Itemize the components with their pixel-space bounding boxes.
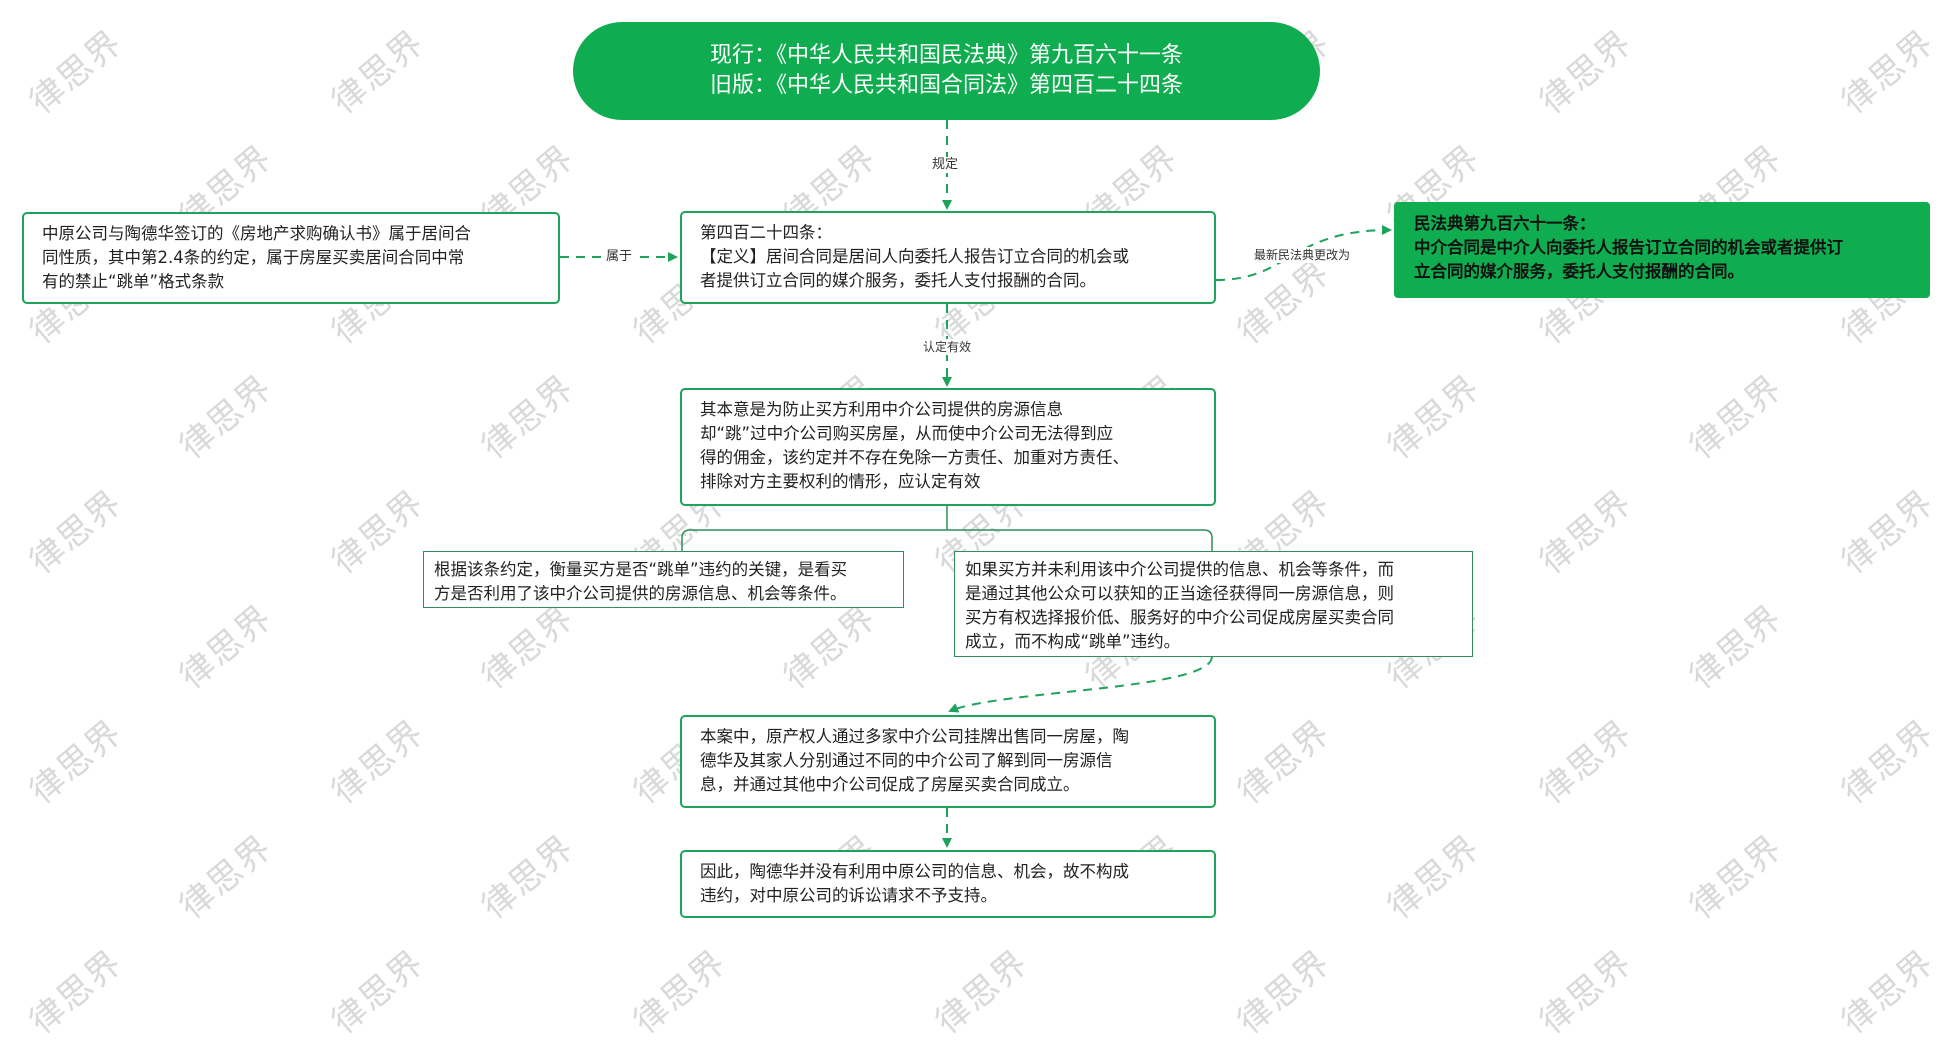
node-text-line: 者提供订立合同的媒介服务，委托人支付报酬的合同。 [700,271,1096,290]
watermark-text: 律思界 [324,942,433,1043]
edge-label-belongs-to: 属于 [604,249,635,265]
node-text-line: 有的禁止“跳单”格式条款 [42,272,225,291]
node-text-line: 成立，而不构成“跳单”违约。 [965,632,1181,651]
node-article-424[interactable]: 第四百二十四条： 【定义】居间合同是居间人向委托人报告订立合同的机会或 者提供订… [680,211,1216,304]
header-current-law: 现行：《中华人民共和国民法典》第九百六十一条 [709,43,1183,68]
watermark-text: 律思界 [22,942,131,1043]
node-text-line: 买方有权选择报价低、服务好的中介公司促成房屋买卖合同 [965,608,1394,627]
node-exception[interactable]: 如果买方并未利用该中介公司提供的信息、机会等条件，而 是通过其他公众可以获知的正… [954,551,1473,657]
node-text-line: 息，并通过其他中介公司促成了房屋买卖合同成立。 [700,775,1080,794]
node-text-line: 方是否利用了该中介公司提供的房源信息、机会等条件。 [434,584,847,603]
edge-label-deemed-valid: 认定有效 [921,339,974,355]
node-text-line: 【定义】居间合同是居间人向委托人报告订立合同的机会或 [700,247,1129,266]
node-text-line: 违约，对中原公司的诉讼请求不予支持。 [700,886,997,905]
edge-label-provides: 规定 [930,157,961,173]
node-intent[interactable]: 其本意是为防止买方利用中介公司提供的房源信息 却“跳”过中介公司购买房屋，从而使… [680,388,1216,506]
header-legal-basis[interactable]: 现行：《中华人民共和国民法典》第九百六十一条 旧版：《中华人民共和国合同法》第四… [573,22,1320,120]
node-text-line: 根据该条约定，衡量买方是否“跳单”违约的关键，是看买 [434,560,848,579]
watermark-text: 律思界 [928,942,1037,1043]
watermark-text: 律思界 [1834,942,1943,1043]
node-text-line: 是通过其他公众可以获知的正当途径获得同一房源信息，则 [965,584,1394,603]
node-criterion[interactable]: 根据该条约定，衡量买方是否“跳单”违约的关键，是看买 方是否利用了该中介公司提供… [423,551,904,608]
node-text-line: 其本意是为防止买方利用中介公司提供的房源信息 [700,400,1063,419]
edge-exception-to-facts [948,656,1213,713]
node-classification[interactable]: 中原公司与陶德华签订的《房地产求购确认书》属于居间合 同性质，其中第2.4条的约… [22,212,560,304]
node-text-line: 排除对方主要权利的情形，应认定有效 [700,472,981,491]
node-text-line: 德华及其家人分别通过不同的中介公司了解到同一房源信 [700,751,1113,770]
node-text-line: 因此，陶德华并没有利用中原公司的信息、机会，故不构成 [700,862,1129,881]
node-text-line: 同性质，其中第2.4条的约定，属于房屋买卖居间合同中常 [42,248,465,267]
node-text-line: 中介合同是中介人向委托人报告订立合同的机会或者提供订 [1414,238,1843,257]
node-text-line: 第四百二十四条： [700,223,832,242]
edge-label-changed-to: 最新民法典更改为 [1252,247,1353,263]
node-article-961[interactable]: 民法典第九百六十一条： 中介合同是中介人向委托人报告订立合同的机会或者提供订 立… [1394,202,1930,298]
bracket-branch [681,529,1213,551]
watermark-text: 律思界 [1532,942,1641,1043]
node-text-line: 民法典第九百六十一条： [1414,214,1596,233]
node-text-line: 本案中，原产权人通过多家中介公司挂牌出售同一房屋，陶 [700,727,1129,746]
watermark-text: 律思界 [626,942,735,1043]
node-text-line: 却“跳”过中介公司购买房屋，从而使中介公司无法得到应 [700,424,1114,443]
node-case-facts[interactable]: 本案中，原产权人通过多家中介公司挂牌出售同一房屋，陶 德华及其家人分别通过不同的… [680,715,1216,808]
header-old-law: 旧版：《中华人民共和国合同法》第四百二十四条 [709,73,1183,98]
node-text-line: 中原公司与陶德华签订的《房地产求购确认书》属于居间合 [42,224,471,243]
node-text-line: 如果买方并未利用该中介公司提供的信息、机会等条件，而 [965,560,1394,579]
watermark-text: 律思界 [1230,942,1339,1043]
node-text-line: 立合同的媒介服务，委托人支付报酬的合同。 [1414,262,1744,281]
node-text-line: 得的佣金，该约定并不存在免除一方责任、加重对方责任、 [700,448,1129,467]
node-conclusion[interactable]: 因此，陶德华并没有利用中原公司的信息、机会，故不构成 违约，对中原公司的诉讼请求… [680,850,1216,918]
